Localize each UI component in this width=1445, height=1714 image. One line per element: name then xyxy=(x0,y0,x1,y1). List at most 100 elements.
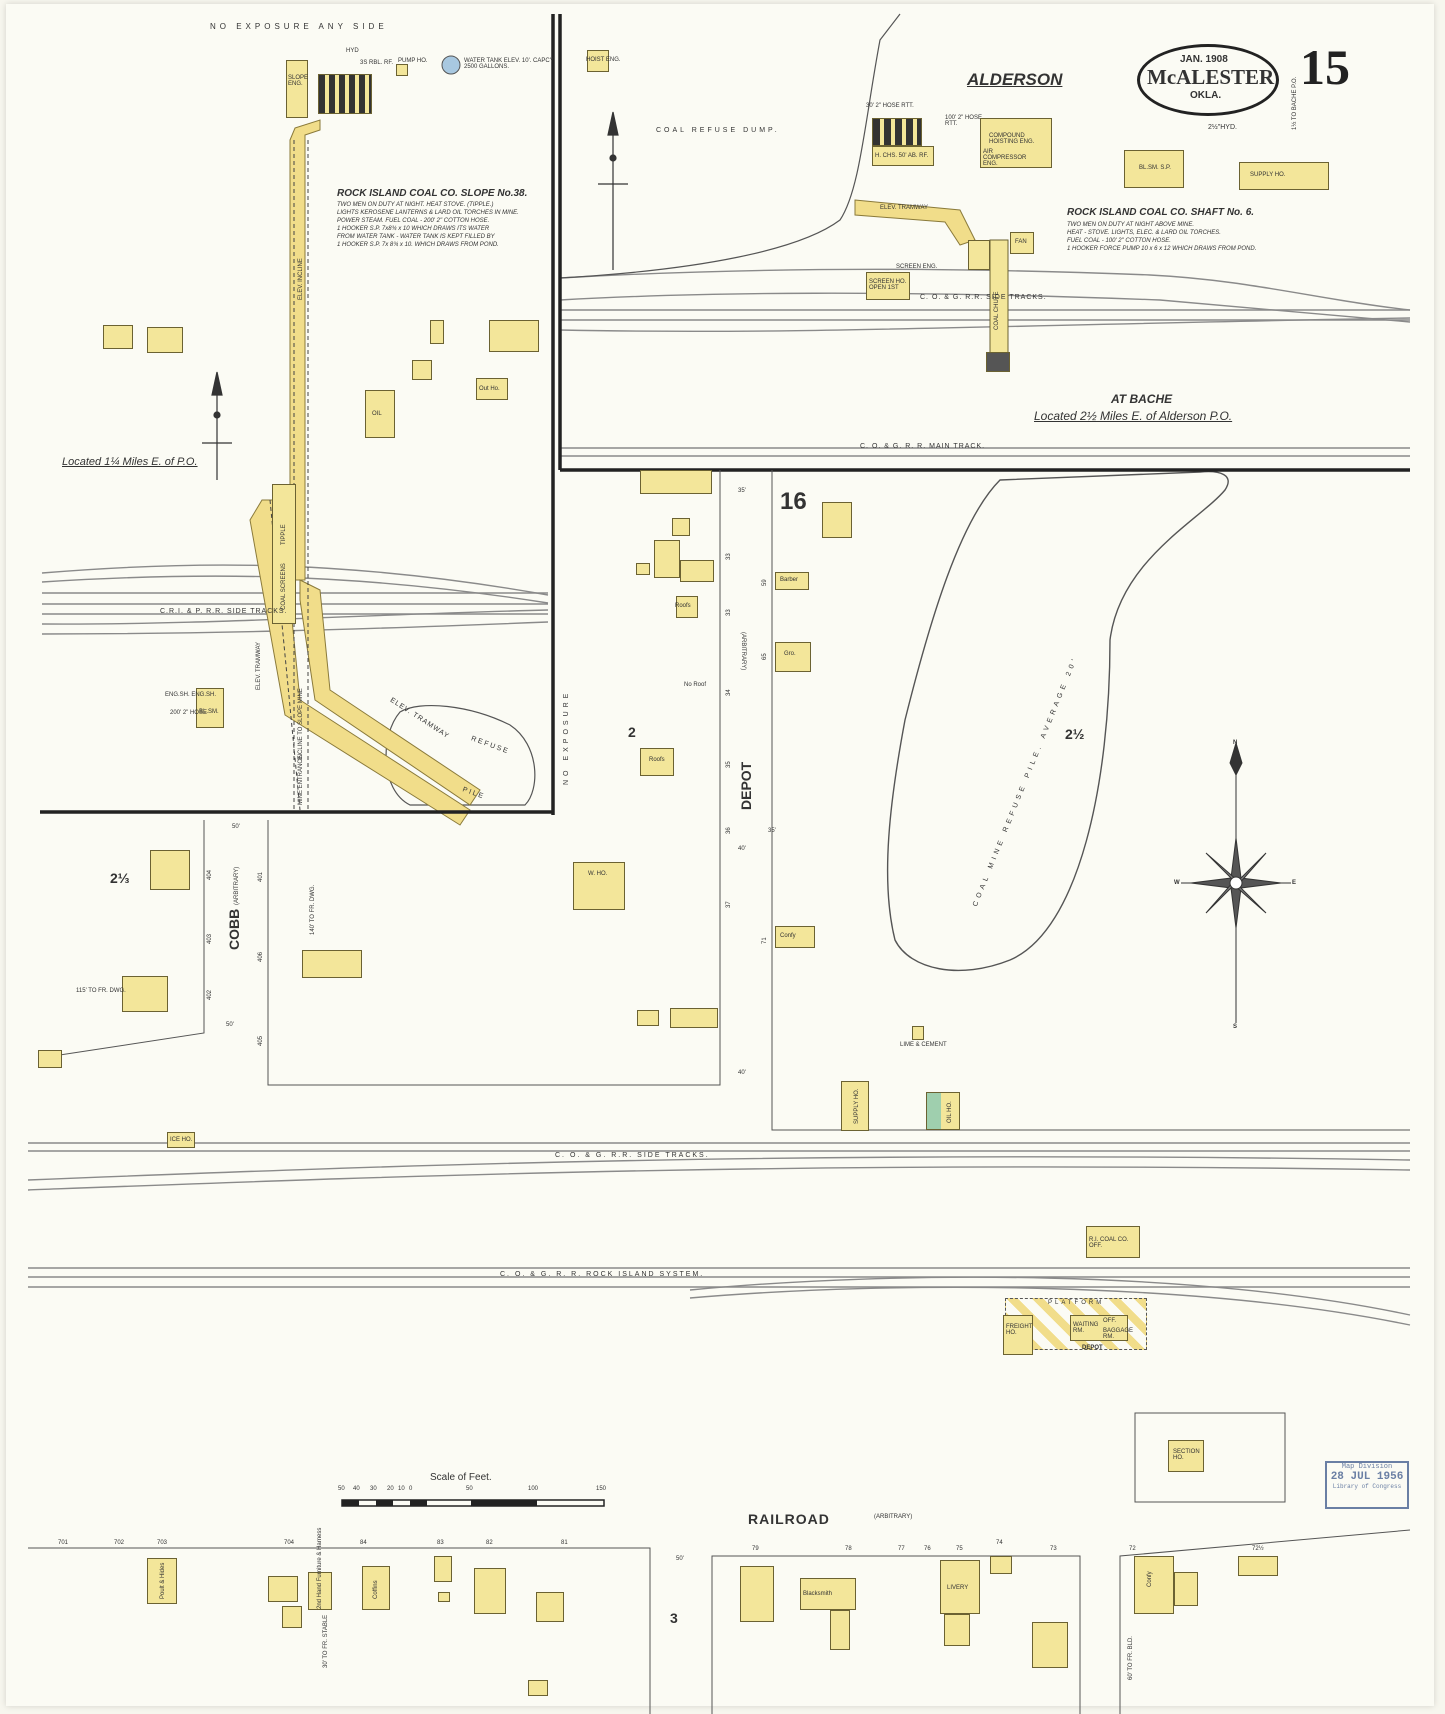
left-notes: TWO MEN ON DUTY AT NIGHT. HEAT STOVE. (T… xyxy=(337,201,519,249)
addr-cobb-w-1: 403 xyxy=(207,933,213,944)
hoist-eng-building: HOIST ENG. xyxy=(586,50,621,72)
compound-label: COMPOUND HOISTING ENG. xyxy=(989,133,1035,145)
bldg-f xyxy=(489,320,539,352)
incline-label: INCLINE TO SLOPE MINE xyxy=(298,688,304,760)
sheet-date: JAN. 1908 xyxy=(1180,54,1228,65)
to-bache-label: 1½ TO BACHE P.O. xyxy=(1292,76,1298,130)
water-tank-label: WATER TANK ELEV. 10'. CAPCY 2500 GALLONS… xyxy=(464,58,554,70)
bottom-72b xyxy=(1174,1572,1198,1606)
addr-72: 72 xyxy=(1129,1546,1136,1552)
livery-b xyxy=(944,1614,970,1646)
blacksmith-label: Blacksmith xyxy=(803,1591,833,1597)
small-shed xyxy=(412,360,432,380)
bottom-73 xyxy=(1032,1622,1068,1668)
bottom-82 xyxy=(474,1568,506,1614)
lower-side-tracks-label: C. O. & G. R.R. SIDE TRACKS. xyxy=(555,1152,710,1159)
section-label: SECTION HO. xyxy=(1173,1449,1200,1461)
bldg-top-row xyxy=(640,470,712,494)
addr-depot-e-0: 59 xyxy=(762,579,768,586)
livery-label: LIVERY xyxy=(947,1585,969,1591)
d-2-3 xyxy=(150,850,190,890)
bottom-704 xyxy=(268,1576,298,1602)
supply-ho-right: SUPPLY HO. xyxy=(1239,162,1329,190)
hose-rt2-label: 100' 2" HOSE RTT. xyxy=(945,115,982,127)
library-stamp: Map Division 28 JUL 1956 Library of Cong… xyxy=(1325,1461,1409,1509)
note-line: TWO MEN ON DUTY AT NIGHT ABOVE MINE. xyxy=(1067,222,1195,228)
water-tank-icon xyxy=(441,55,461,75)
scale-tick: 0 xyxy=(409,1486,413,1492)
bldg-top-3 xyxy=(654,540,680,578)
bldg-b xyxy=(103,325,133,349)
compass-w: W xyxy=(1174,880,1180,886)
lime-cement xyxy=(912,1026,924,1040)
addr-703: 703 xyxy=(157,1540,168,1546)
at-bache: AT BACHE xyxy=(1111,392,1173,406)
addr-84: 84 xyxy=(360,1540,367,1546)
rock-island-label: C. O. & G. R. R. ROCK ISLAND SYSTEM. xyxy=(500,1271,705,1278)
bldg-c xyxy=(147,327,183,353)
roofs-bldg: Roofs xyxy=(675,596,698,618)
addr-78: 78 xyxy=(845,1546,852,1552)
hyd-label: HYD xyxy=(346,48,359,54)
street-depot: DEPOT xyxy=(738,761,754,810)
width-6: 50' xyxy=(676,1556,684,1562)
barber-label: Barber xyxy=(780,577,799,583)
confy-72: Confy xyxy=(1134,1556,1174,1614)
w-ho-building: W. HO. xyxy=(573,862,625,910)
block-2: 2 xyxy=(628,724,636,740)
right-side-tracks-label: C. O. & G. R.R. SIDE TRACKS. xyxy=(920,294,1047,301)
screen-house: SCREEN HO. OPEN 1ST xyxy=(866,272,910,300)
freight-label: FREIGHT HO. xyxy=(1006,1324,1033,1336)
blacksmith: Blacksmith xyxy=(800,1578,856,1610)
oil-ho-main: OIL HO. xyxy=(926,1092,960,1130)
right-notes: TWO MEN ON DUTY AT NIGHT ABOVE MINE. HEA… xyxy=(1067,221,1256,253)
north-arrow-right xyxy=(598,111,628,270)
cri-side-tracks-label: C.R.I. & P. R.R. SIDE TRACKS. xyxy=(160,608,288,615)
left-title: ROCK ISLAND COAL CO. SLOPE No.38. xyxy=(337,188,528,199)
width-1: 35' xyxy=(768,828,776,834)
tipple-label: TIPPLE xyxy=(281,524,287,545)
town-alderson: ALDERSON xyxy=(967,70,1063,89)
compound-eng-house: COMPOUND HOISTING ENG.AIR COMPRESSOR ENG… xyxy=(980,118,1052,168)
note-line: FROM WATER TANK - WATER TANK IS KEPT FIL… xyxy=(337,234,495,240)
bldg-row-d2 xyxy=(637,1010,659,1026)
note-line: HEAT - STOVE. LIGHTS, ELEC. & LARD OIL T… xyxy=(1067,230,1221,236)
lot-lines xyxy=(28,470,1411,1714)
addr-cobb-w-2: 402 xyxy=(207,989,213,1000)
oil-ho-label: OIL HO. xyxy=(947,1101,953,1123)
addr-cobb-e-2: 405 xyxy=(258,1035,264,1046)
width-5: 50' xyxy=(226,1022,234,1028)
note-line: 1 HOOKER S.P. 7x 8¾ x 10. WHICH DRAWS FR… xyxy=(337,242,499,248)
width-4: 50' xyxy=(232,824,240,830)
depot-building: WAITING RM.OFF.BAGGAGE RM. xyxy=(1070,1315,1133,1341)
ri-coal-label: R.I. COAL CO. OFF. xyxy=(1089,1237,1129,1249)
gro-label: Gro. xyxy=(784,651,796,657)
right-location: Located 2½ Miles E. of Alderson P.O. xyxy=(1034,409,1233,423)
scale-tick: 150 xyxy=(596,1486,607,1492)
refuse-dump-curve xyxy=(559,13,901,279)
bldg-top-4 xyxy=(680,560,714,582)
bottom-74 xyxy=(990,1556,1012,1574)
boilers-label-right: H. CHS. 50' AB. RF. xyxy=(875,153,929,159)
section-house: SECTION HO. xyxy=(1168,1440,1204,1472)
boiler-house xyxy=(318,74,372,114)
block-3: 3 xyxy=(670,1610,678,1626)
elev-incline-label: ELEV. INCLINE xyxy=(298,258,304,300)
bl-sm-building: BL.SM. S.P. xyxy=(1124,150,1184,188)
addr-82: 82 xyxy=(486,1540,493,1546)
scale-tick: 20 xyxy=(387,1486,394,1492)
platform-label: PLATFORM xyxy=(1048,1300,1105,1306)
width-2: 40' xyxy=(738,846,746,852)
title-oval xyxy=(1137,44,1279,116)
addr-depot-w-1: 33 xyxy=(726,609,732,616)
bl-sm-label: BL.SM. xyxy=(199,709,219,715)
scale-tick: 50 xyxy=(466,1486,473,1492)
scale-tick: 50 xyxy=(338,1486,345,1492)
oil-house: OIL xyxy=(365,390,395,438)
coffins-label: Coffins xyxy=(373,1580,379,1599)
coal-chute-bin xyxy=(986,352,1010,372)
to-fr-dwg-label: 140' TO FR. DWG. xyxy=(310,884,316,935)
elev-tramway-label: ELEV. TRAMWAY xyxy=(256,641,262,690)
bottom-83 xyxy=(434,1556,452,1582)
screen-label: SCREEN HO. OPEN 1ST xyxy=(869,279,907,291)
